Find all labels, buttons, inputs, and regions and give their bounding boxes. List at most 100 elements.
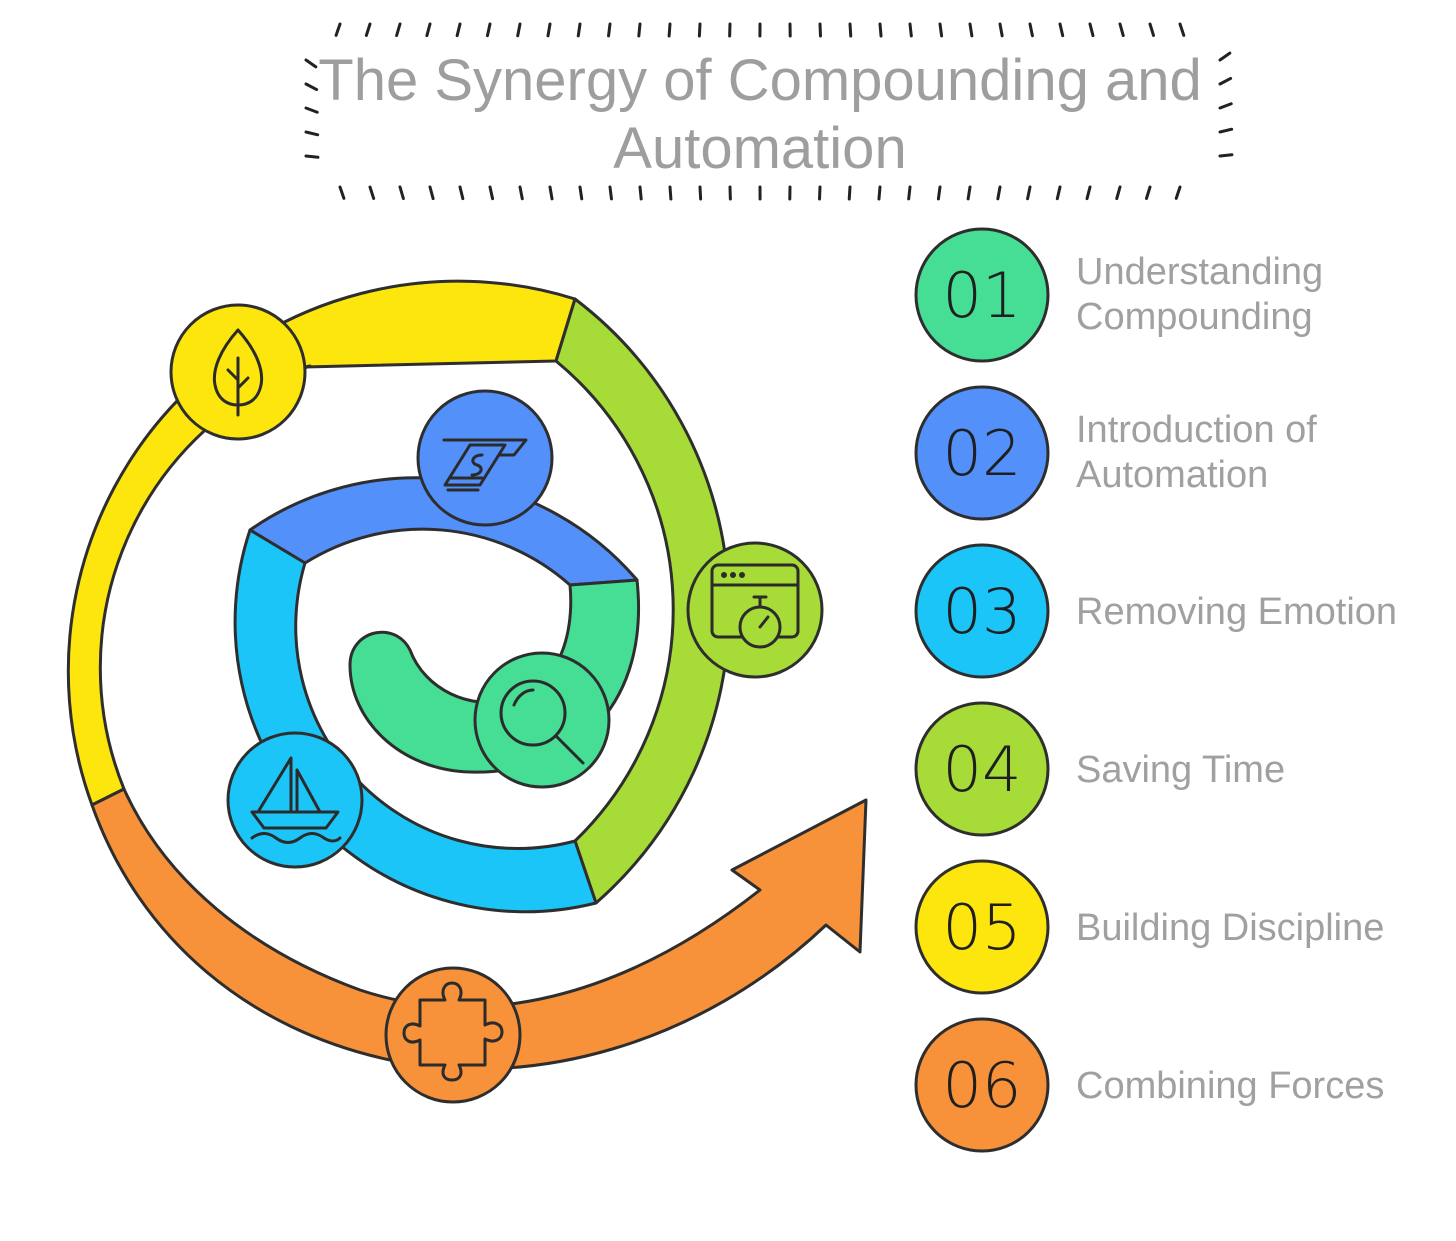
frame-dash [428, 185, 435, 201]
frame-dash [996, 185, 1002, 201]
spiral-segment-lime [554, 297, 731, 905]
frame-dash [304, 154, 320, 159]
frame-dash [546, 22, 552, 38]
frame-dash [488, 185, 495, 201]
frame-dash [364, 22, 372, 37]
spiral-segment-orange [90, 787, 868, 1071]
magnifier-icon [499, 679, 585, 765]
frame-dash [304, 130, 320, 137]
legend-number: 06 [943, 1049, 1022, 1122]
frame-dash [1218, 127, 1234, 134]
frame-dash [1058, 22, 1065, 38]
frame-dash [908, 22, 913, 38]
frame-dash [1218, 51, 1232, 62]
frame-dash [368, 185, 376, 200]
puzzle-icon [402, 981, 504, 1082]
page-title-line1: The Synergy of Compounding and [318, 48, 1201, 113]
legend-label-line1: Saving Time [1076, 749, 1285, 791]
legend-label-line1: Introduction of [1076, 409, 1317, 451]
legend-label-line1: Understanding [1076, 251, 1323, 293]
frame-dash [425, 22, 432, 38]
frame-dash [907, 185, 912, 201]
legend-item-06: 06 Combining Forces [914, 1017, 1384, 1153]
frame-dash [998, 22, 1004, 38]
browser-stopwatch-icon [710, 563, 800, 649]
frame-dash [398, 185, 405, 201]
frame-dash [304, 82, 319, 92]
legend-label-line2: Compounding [1076, 296, 1313, 338]
frame-dash [698, 185, 703, 201]
frame-dash [1218, 153, 1234, 158]
frame-dash [877, 185, 882, 201]
frame-dash [1026, 185, 1032, 201]
money-transfer-icon [442, 438, 528, 492]
badge-stopwatch [686, 541, 824, 679]
frame-dash [1118, 22, 1125, 38]
frame-dash [548, 185, 554, 201]
frame-dash [1174, 185, 1182, 200]
sailboat-icon [250, 756, 342, 844]
badge-tree [169, 303, 307, 441]
legend-item-05: 05 Building Discipline [914, 859, 1384, 995]
frame-dash [638, 185, 643, 201]
frame-dash [304, 58, 318, 69]
frame-dash [968, 22, 974, 38]
page-title-line2: Automation [613, 116, 906, 181]
frame-dash [847, 185, 852, 201]
legend-item-04: 04 Saving Time [914, 701, 1285, 837]
frame-dash [1028, 22, 1034, 38]
legend-number-badge [914, 859, 1050, 995]
legend-number: 04 [943, 733, 1022, 806]
frame-dash [878, 22, 883, 38]
legend-label-line1: Building Discipline [1076, 907, 1384, 949]
legend-label-line1: Combining Forces [1076, 1065, 1384, 1107]
legend-number: 01 [943, 259, 1022, 332]
frame-dash [936, 185, 942, 201]
legend-number: 02 [943, 417, 1022, 490]
frame-dash [1144, 185, 1152, 200]
frame-dash [1055, 185, 1062, 201]
legend-number-badge [914, 227, 1050, 363]
frame-dash [455, 22, 462, 38]
legend-number: 03 [943, 575, 1022, 648]
frame-dash [1148, 22, 1156, 37]
frame-dash [458, 185, 465, 201]
legend-label-line1: Removing Emotion [1076, 591, 1397, 633]
frame-dash [1218, 102, 1233, 110]
frame-dash [607, 22, 612, 38]
frame-dash [667, 22, 672, 38]
frame-dash [1085, 185, 1092, 201]
frame-dash [1088, 22, 1095, 38]
frame-dash [578, 185, 584, 201]
frame-dash [338, 185, 346, 200]
frame-dash [1218, 76, 1233, 86]
frame-dash [608, 185, 613, 201]
legend-number-badge [914, 385, 1050, 521]
frame-dash [304, 106, 319, 114]
legend-number-badge [914, 701, 1050, 837]
frame-dash [848, 22, 853, 38]
badge-sailboat [226, 731, 364, 869]
frame-dash [966, 185, 972, 201]
frame-dash [395, 22, 402, 38]
frame-dash [668, 185, 673, 201]
frame-dash [938, 22, 944, 38]
legend-number-badge [914, 543, 1050, 679]
frame-dash [637, 22, 642, 38]
badge-money [416, 389, 554, 527]
legend-number-badge [914, 1017, 1050, 1153]
legend-label-line2: Automation [1076, 454, 1268, 496]
spiral-segment-blue [248, 476, 639, 587]
frame-dash [1178, 22, 1186, 37]
legend-number: 05 [943, 891, 1022, 964]
badge-puzzle [384, 966, 522, 1104]
frame-dash [485, 22, 492, 38]
frame-dash [576, 22, 582, 38]
title-frame [304, 22, 1234, 201]
spiral-diagram [66, 279, 868, 1104]
frame-dash [516, 22, 522, 38]
tree-icon [212, 328, 264, 417]
